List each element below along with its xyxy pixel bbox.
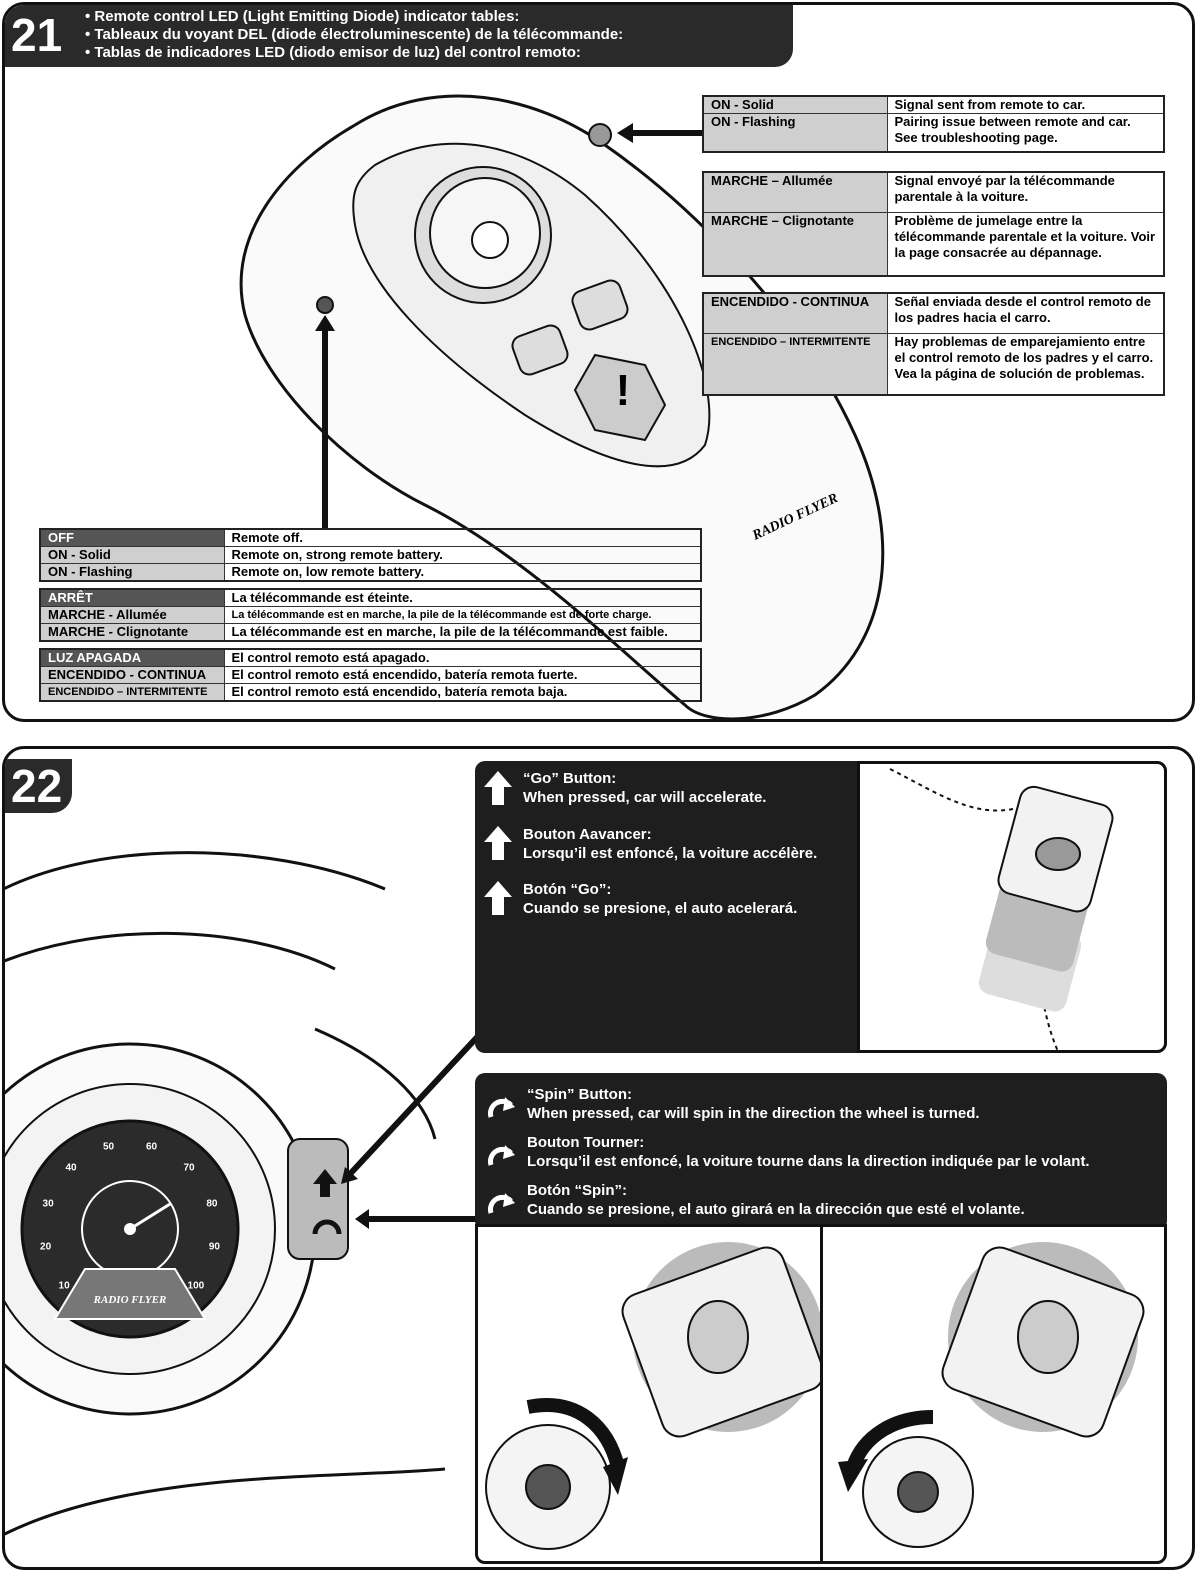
led-state: MARCHE - Allumée — [39, 606, 225, 624]
spin-text-es: Cuando se presione, el auto girará en la… — [527, 1201, 1025, 1218]
led-state: OFF — [39, 528, 225, 547]
speedo-label: 50 — [103, 1142, 115, 1153]
speedo-label: 90 — [209, 1242, 221, 1253]
spin-text-en: When pressed, car will spin in the direc… — [527, 1105, 980, 1122]
led-meaning: La télécommande est en marche, la pile d… — [223, 623, 702, 642]
led-state: ON - Solid — [39, 546, 225, 564]
led-meaning: Signal sent from remote to car. — [886, 95, 1165, 114]
header-line: • Tablas de indicadores LED (diodo emiso… — [85, 44, 581, 61]
step-number: 22 — [5, 759, 73, 813]
led-meaning: Remote on, strong remote battery. — [223, 546, 702, 564]
step-21-panel: • Remote control LED (Light Emitting Dio… — [2, 2, 1195, 722]
led-meaning: La télécommande est en marche, la pile d… — [223, 606, 702, 624]
led-meaning: El control remoto está encendido, baterí… — [223, 683, 702, 702]
go-text-es: Cuando se presione, el auto acelerará. — [523, 900, 798, 917]
led-meaning: Pairing issue between remote and car. Se… — [886, 113, 1165, 152]
led-meaning: Hay problemas de emparejamiento entre el… — [886, 332, 1165, 396]
speedo-label: 100 — [188, 1280, 205, 1291]
speedo-label: 40 — [65, 1162, 77, 1173]
led-state: ON - Flashing — [39, 563, 225, 582]
led-meaning: Problème de jumelage entre la télécomman… — [886, 211, 1165, 277]
go-arrow-icon — [484, 771, 512, 805]
speedo-label: 60 — [146, 1142, 158, 1153]
led-state: ON - Solid — [702, 95, 888, 114]
speedo-brand: RADIO FLYER — [93, 1294, 167, 1306]
led-meaning: Señal enviada desde el control remoto de… — [886, 292, 1165, 334]
spin-title-fr: Bouton Tourner: — [527, 1134, 645, 1151]
spin-left-illustration — [475, 1224, 823, 1564]
step-21-header: • Remote control LED (Light Emitting Dio… — [5, 5, 793, 67]
go-text-en: When pressed, car will accelerate. — [523, 789, 767, 806]
go-title-es: Botón “Go”: — [523, 881, 612, 898]
spin-text-fr: Lorsqu’il est enfoncé, la voiture tourne… — [527, 1153, 1090, 1170]
go-title-en: “Go” Button: — [523, 770, 617, 787]
speedo-label: 70 — [183, 1162, 195, 1173]
spin-right-illustration — [820, 1224, 1167, 1564]
led-meaning: La télécommande est éteinte. — [223, 588, 702, 607]
led-state: ENCENDIDO - CONTINUA — [702, 292, 888, 334]
led-state: ARRÊT — [39, 588, 225, 607]
step-number: 21 — [11, 9, 63, 61]
speedo-label: 80 — [206, 1199, 218, 1210]
led-state: ENCENDIDO – INTERMITENTE — [702, 332, 888, 396]
led-meaning: El control remoto está apagado. — [223, 648, 702, 667]
led-meaning: Remote off. — [223, 528, 702, 547]
speedo-label: 30 — [43, 1199, 55, 1210]
led-state: MARCHE – Allumée — [702, 171, 888, 213]
step-22-panel: 22 RADIO FLYER 10 20 30 40 50 60 70 80 90 100 — [2, 746, 1195, 1570]
go-text-fr: Lorsqu’il est enfoncé, la voiture accélè… — [523, 845, 818, 862]
spin-title-es: Botón “Spin”: — [527, 1182, 627, 1199]
spin-arrow-icon — [487, 1097, 515, 1118]
led-state: LUZ APAGADA — [39, 648, 225, 667]
led-state: MARCHE - Clignotante — [39, 623, 225, 642]
speedo-label: 20 — [40, 1242, 52, 1253]
led-meaning: El control remoto está encendido, baterí… — [223, 666, 702, 684]
go-title-fr: Bouton Aavancer: — [523, 826, 652, 843]
header-line: • Tableaux du voyant DEL (diode électrol… — [85, 26, 624, 43]
led-state: ENCENDIDO - CONTINUA — [39, 666, 225, 684]
spin-arrow-icon — [487, 1145, 515, 1166]
spin-arrow-icon — [487, 1193, 515, 1214]
spin-title-en: “Spin” Button: — [527, 1086, 632, 1103]
led-state: ON - Flashing — [702, 113, 888, 152]
car-accelerating-illustration — [857, 761, 1167, 1053]
header-line: • Remote control LED (Light Emitting Dio… — [85, 8, 520, 25]
led-meaning: Signal envoyé par la télécommande parent… — [886, 171, 1165, 213]
steering-wheel-illustration: RADIO FLYER 10 20 30 40 50 60 70 80 90 100 — [5, 851, 483, 1536]
led-state: MARCHE – Clignotante — [702, 211, 888, 277]
speedo-label: 10 — [59, 1280, 71, 1291]
svg-text:!: ! — [616, 366, 631, 415]
go-arrow-icon — [484, 881, 512, 915]
spin-button-instructions: “Spin” Button: When pressed, car will spi… — [475, 1073, 1167, 1231]
go-arrow-icon — [484, 826, 512, 860]
led-meaning: Remote on, low remote battery. — [223, 563, 702, 582]
led-state: ENCENDIDO – INTERMITENTE — [39, 683, 225, 702]
